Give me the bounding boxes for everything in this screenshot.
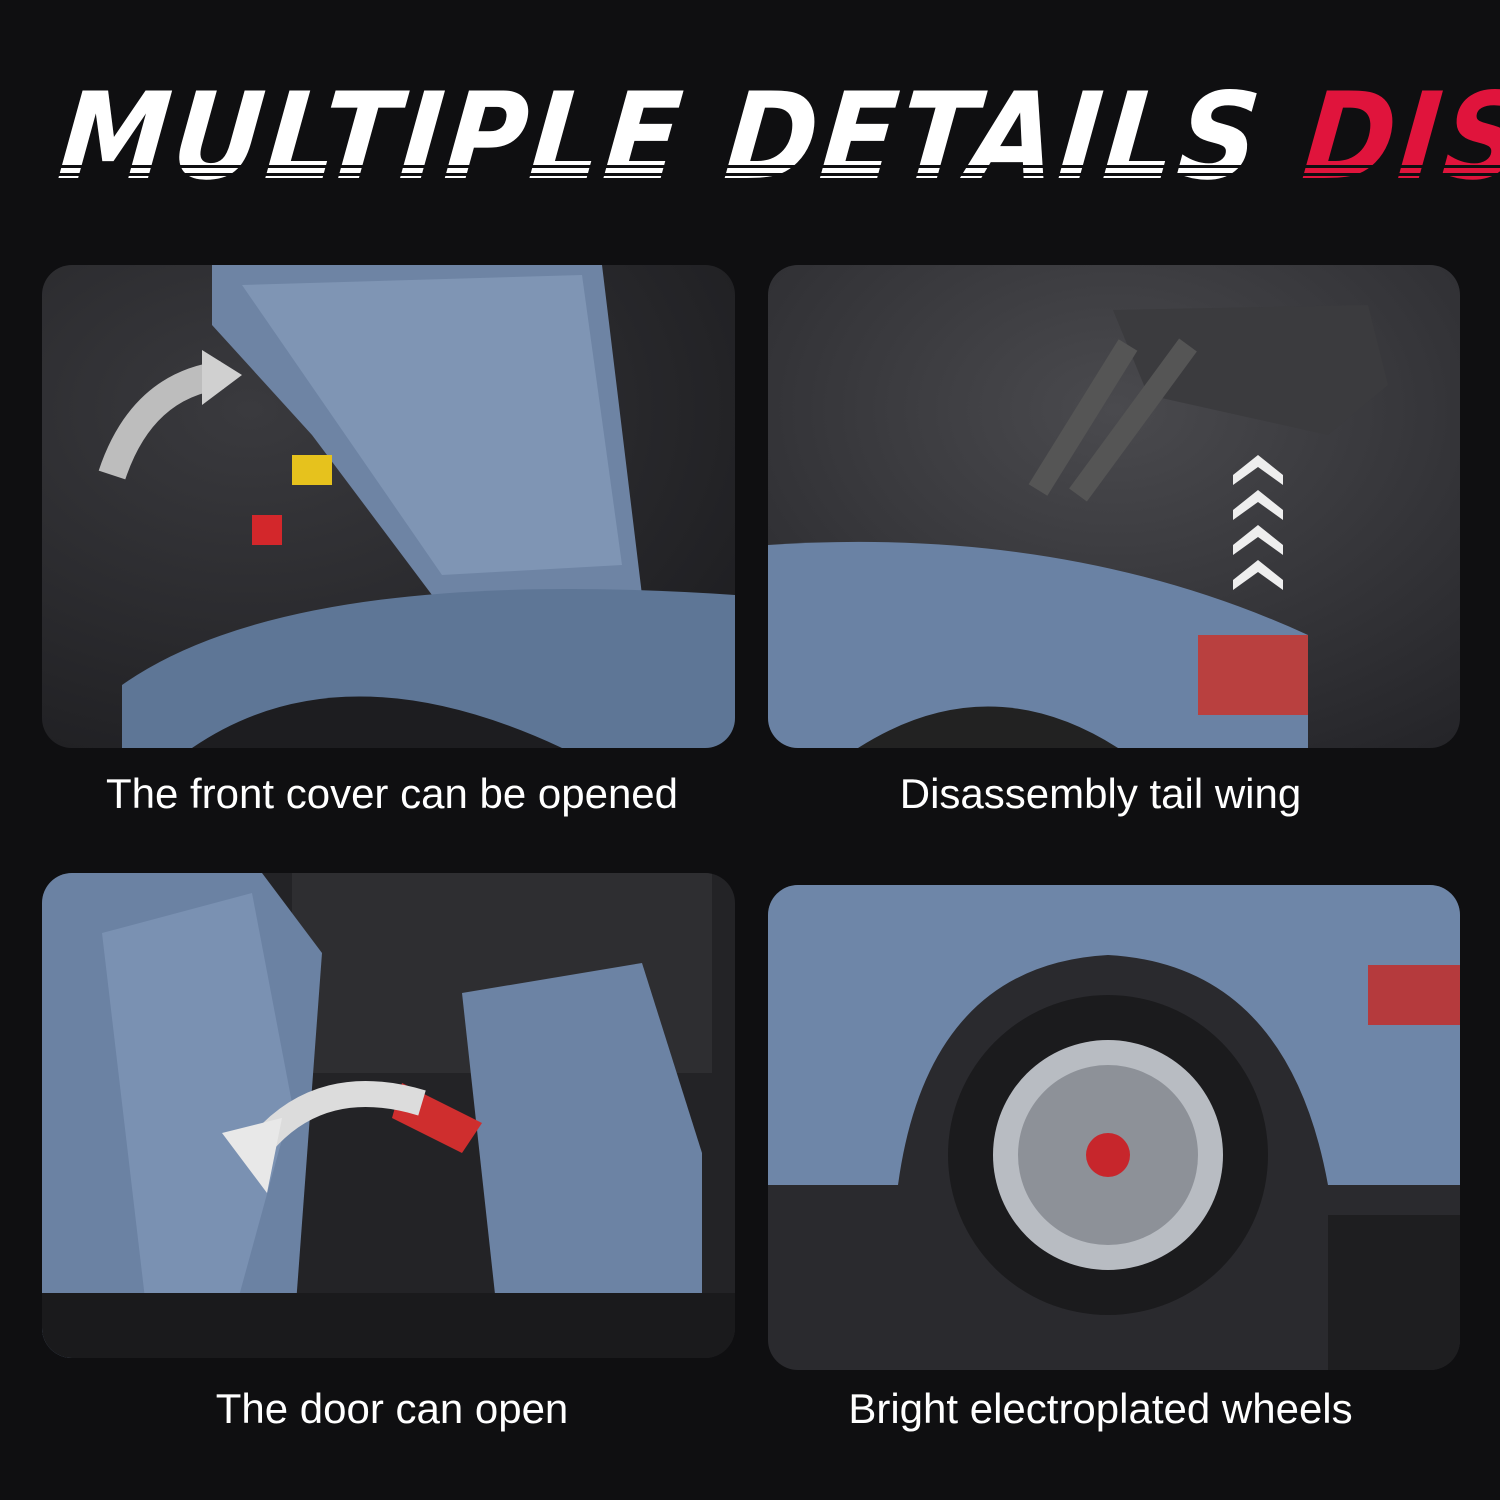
caption-wheels: Bright electroplated wheels [848, 1385, 1353, 1432]
photo-wheels [768, 885, 1460, 1370]
photo-front-cover [42, 265, 735, 748]
up-chevrons-icon [1233, 455, 1283, 590]
caption-door: The door can open [215, 1385, 569, 1432]
title-stripes [0, 160, 1500, 190]
caption-tail-wing: Disassembly tail wing [899, 770, 1302, 817]
photo-tail-wing [768, 265, 1460, 748]
photo-door [42, 873, 735, 1358]
caption-front-cover: The front cover can be opened [105, 770, 679, 817]
